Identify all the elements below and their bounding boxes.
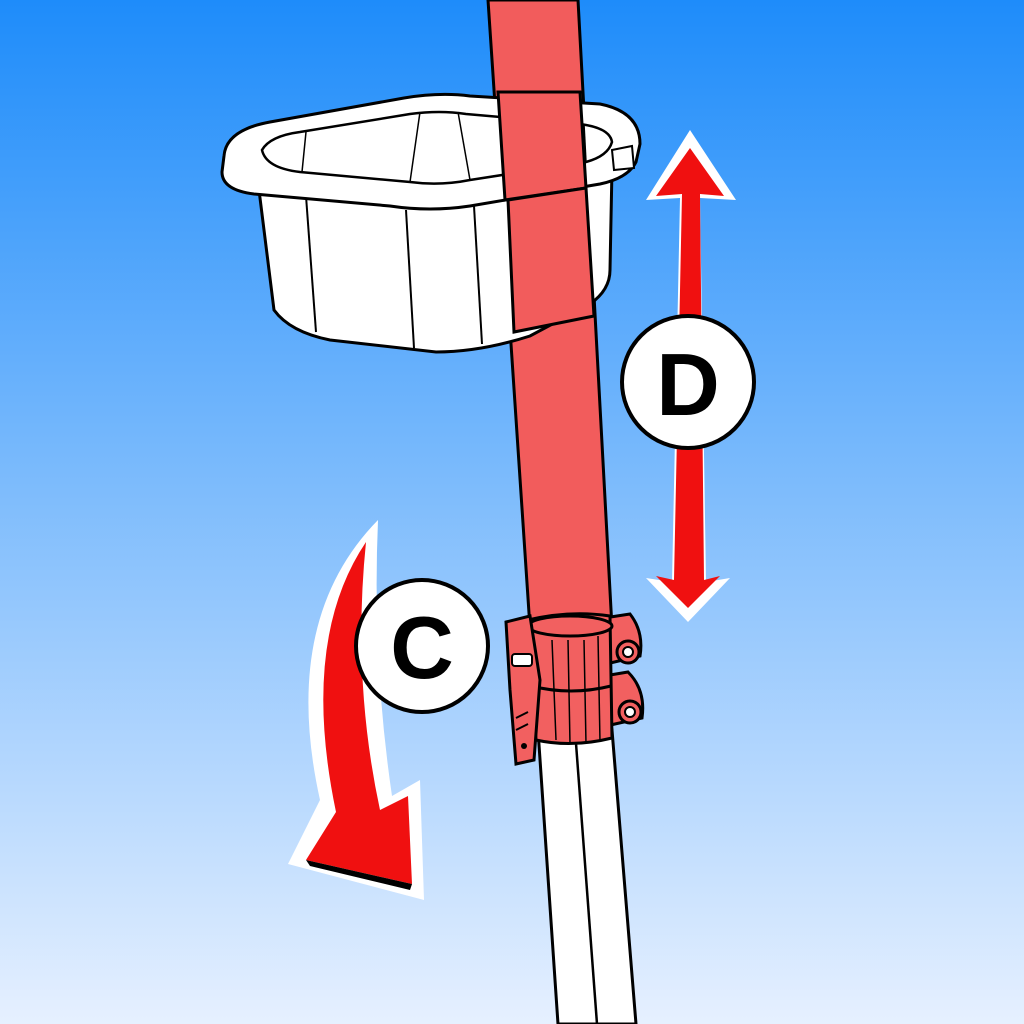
clamp-top-rim bbox=[526, 614, 614, 638]
callout-c-label: C bbox=[390, 598, 454, 697]
callout-d-label: D bbox=[656, 335, 720, 434]
quick-release-lever-icon[interactable] bbox=[504, 614, 542, 766]
rotate-callout: C bbox=[354, 578, 490, 714]
callout-c-circle bbox=[354, 578, 490, 714]
clamp-icon[interactable] bbox=[526, 612, 645, 746]
pole-through-basket bbox=[506, 186, 596, 334]
callout-d-circle bbox=[620, 314, 756, 450]
pole-front-segment bbox=[496, 90, 588, 202]
basket-mount-tab bbox=[610, 144, 636, 172]
height-adjust-callout: D bbox=[620, 314, 756, 450]
rotation-arrow-icon bbox=[288, 520, 424, 900]
